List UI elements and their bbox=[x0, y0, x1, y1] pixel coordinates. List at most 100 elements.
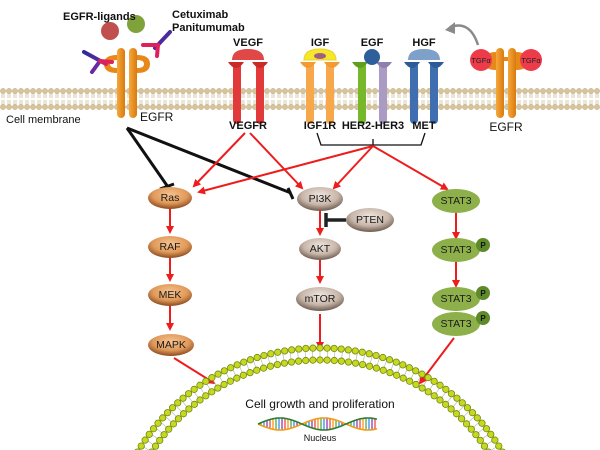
lipid-head bbox=[233, 361, 241, 369]
lipid-head bbox=[442, 400, 450, 408]
lipid-head bbox=[399, 374, 407, 382]
lipid-head bbox=[280, 359, 289, 367]
node-akt: AKT bbox=[299, 238, 341, 260]
egfr-ligand-red bbox=[101, 22, 119, 40]
lipid-head bbox=[385, 356, 394, 364]
lipid-head bbox=[430, 377, 438, 385]
tgfa-right-ligand bbox=[520, 49, 542, 71]
egfr-right-label: EGFR bbox=[489, 120, 523, 134]
hgf-ligand bbox=[408, 49, 440, 60]
lipid-head bbox=[406, 377, 414, 385]
tgfa-right-label: TGFα bbox=[521, 56, 541, 65]
node-pten: PTEN bbox=[346, 208, 394, 232]
svg-text:mTOR: mTOR bbox=[305, 293, 336, 305]
tgfa-to-hgf-arrowhead bbox=[445, 22, 455, 34]
lipid-head bbox=[442, 385, 450, 393]
egfr-left-receptor bbox=[104, 48, 150, 118]
egf-label: EGF bbox=[361, 37, 384, 49]
lipid-head bbox=[495, 442, 503, 450]
lipid-head bbox=[482, 425, 491, 433]
svg-text:MAPK: MAPK bbox=[156, 339, 186, 351]
lipid-head bbox=[208, 388, 216, 396]
egf-ligand bbox=[364, 49, 380, 65]
tgfa-left-ligand bbox=[470, 49, 492, 71]
egfr-right-receptor bbox=[484, 48, 528, 118]
lipid-head bbox=[165, 425, 173, 433]
node-stat3: STAT3 bbox=[432, 189, 480, 213]
lipid-head bbox=[226, 377, 234, 385]
lipid-head bbox=[468, 409, 477, 417]
lipid-head bbox=[149, 425, 158, 433]
lipid-head bbox=[214, 370, 222, 378]
antibody-right-icon bbox=[141, 30, 172, 58]
lipid-head bbox=[462, 420, 471, 428]
node-stat3-dimer-top: STAT3 P bbox=[432, 286, 490, 311]
lipid-head bbox=[137, 442, 145, 450]
lipid-head bbox=[386, 369, 394, 377]
dna-strand bbox=[257, 417, 378, 431]
lipid-head bbox=[309, 344, 317, 352]
lipid-head bbox=[179, 394, 187, 402]
lipid-head bbox=[424, 388, 432, 396]
lipid-head bbox=[476, 436, 484, 444]
lipid-head bbox=[185, 405, 193, 413]
igf1r-receptor bbox=[300, 62, 340, 124]
lipid-head bbox=[302, 356, 310, 365]
vegf-ligand bbox=[232, 49, 264, 60]
lipid-head bbox=[392, 358, 400, 366]
svg-text:STAT3: STAT3 bbox=[440, 195, 471, 207]
vegf-label: VEGF bbox=[233, 37, 263, 49]
lipid-head bbox=[365, 350, 373, 358]
nuclear-membrane bbox=[134, 344, 506, 450]
lipid-head bbox=[227, 364, 235, 372]
lipid-head bbox=[351, 347, 359, 355]
lipid-head bbox=[156, 436, 164, 444]
lipid-head bbox=[274, 348, 282, 356]
lipid-head bbox=[145, 430, 153, 438]
pten-inhibition-arrow bbox=[324, 213, 346, 227]
tgfa-left-label: TGFα bbox=[471, 56, 491, 65]
node-ras: Ras bbox=[148, 187, 192, 209]
node-stat3-dimer-bottom: STAT3 P bbox=[432, 311, 490, 336]
antibody-left-icon bbox=[82, 50, 114, 74]
svg-text:MEK: MEK bbox=[159, 289, 182, 301]
lipid-head bbox=[487, 430, 495, 438]
svg-text:PTEN: PTEN bbox=[356, 214, 384, 226]
lipid-head bbox=[452, 410, 461, 418]
lipid-head bbox=[233, 374, 241, 382]
lipid-head bbox=[330, 356, 338, 365]
lipid-head bbox=[337, 345, 345, 353]
vegfr-label: VEGFR bbox=[229, 120, 267, 132]
lipid-head bbox=[266, 362, 275, 370]
lipid-head bbox=[358, 348, 366, 356]
her2-her3-label: HER2-HER3 bbox=[342, 120, 404, 132]
lipid-head bbox=[447, 405, 455, 413]
lipid-head bbox=[316, 344, 324, 352]
svg-text:Ras: Ras bbox=[161, 192, 180, 204]
cetuximab-label: Cetuximab bbox=[172, 9, 229, 21]
lipid-head bbox=[337, 357, 346, 365]
panitumumab-label: Panitumumab bbox=[172, 22, 245, 34]
lipid-head bbox=[168, 404, 177, 412]
lipid-head bbox=[141, 436, 149, 444]
lipid-head bbox=[295, 345, 303, 353]
lipid-head bbox=[163, 409, 172, 417]
svg-text:AKT: AKT bbox=[310, 243, 331, 255]
lipid-head bbox=[399, 361, 407, 369]
lipid-head bbox=[267, 350, 275, 358]
vegfr-receptor bbox=[228, 62, 268, 124]
lipid-head bbox=[214, 384, 222, 392]
lipid-head bbox=[379, 353, 387, 362]
lipid-head bbox=[281, 347, 289, 355]
hgf-label: HGF bbox=[412, 37, 436, 49]
lipid-head bbox=[478, 419, 486, 427]
lipid-head bbox=[220, 367, 228, 375]
egfr-inhibition-arrows bbox=[125, 126, 295, 200]
lipid-head bbox=[472, 431, 480, 439]
lipid-head bbox=[323, 344, 331, 352]
lipid-head bbox=[463, 404, 472, 412]
egfr-ligands-label: EGFR-ligands bbox=[63, 11, 136, 23]
lipid-head bbox=[160, 431, 168, 439]
lipid-head bbox=[480, 442, 489, 450]
